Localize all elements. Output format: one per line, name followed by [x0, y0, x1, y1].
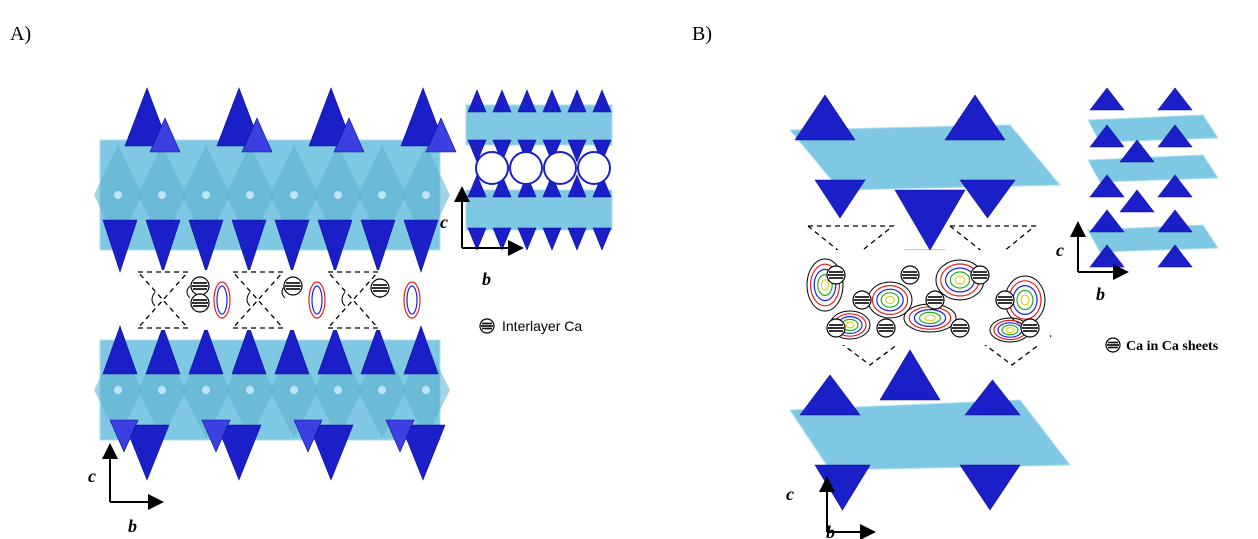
panel-a-legend: Interlayer Ca: [479, 318, 582, 334]
ca-atom-icon: [950, 318, 970, 338]
panel-b-inset-axis-b: b: [1096, 284, 1105, 304]
panel-b-ca-sheet: [805, 225, 1054, 366]
ca-atom-icon: [370, 278, 390, 298]
ca-atom-icon: [995, 290, 1015, 310]
panel-a-upper-layer: [94, 87, 457, 273]
ca-atom-icon: [852, 290, 872, 310]
panel-a-inset: c b: [440, 89, 613, 289]
panel-a-inset-axis-b: b: [482, 269, 491, 289]
panel-b-main-axes: c b: [786, 476, 876, 539]
panel-a-interlayer: [135, 270, 421, 330]
panel-a-inset-axis-c: c: [440, 212, 448, 232]
panel-b-lower-layer: [789, 349, 1071, 511]
ca-atom-icon: [826, 318, 846, 338]
panel-b-inset-axis-c: c: [1056, 240, 1064, 260]
ca-atom-icon: [970, 265, 990, 285]
panel-b-upper-layer: [788, 94, 1062, 276]
panel-b-label: B): [692, 23, 712, 45]
panel-b-axis-b: b: [826, 522, 835, 539]
panel-b-inset: c b: [1056, 87, 1219, 304]
ca-atom-icon: [1020, 318, 1040, 338]
panel-b-axis-c: c: [786, 484, 794, 504]
ca-atom-icon: [826, 265, 846, 285]
ca-atom-icon: [283, 276, 303, 296]
panel-a-axis-c: c: [88, 466, 96, 486]
panel-a-main-axes: c b: [88, 443, 164, 536]
panel-b-legend: Ca in Ca sheets: [1105, 337, 1219, 354]
ca-atom-icon: [900, 265, 920, 285]
ca-atom-icon: [876, 318, 896, 338]
panel-a-label: A): [10, 23, 31, 45]
ca-atom-icon: [925, 290, 945, 310]
ca-atom-icon: [190, 293, 210, 313]
panel-a-legend-text: Interlayer Ca: [502, 318, 582, 334]
panel-a-lower-layer: [94, 325, 450, 481]
ca-atom-icon: [190, 276, 210, 296]
ca-atom-icon: [479, 318, 495, 334]
panel-b-legend-text: Ca in Ca sheets: [1126, 339, 1219, 354]
panel-a-axis-b: b: [128, 516, 137, 536]
ca-atom-icon: [1105, 337, 1121, 353]
